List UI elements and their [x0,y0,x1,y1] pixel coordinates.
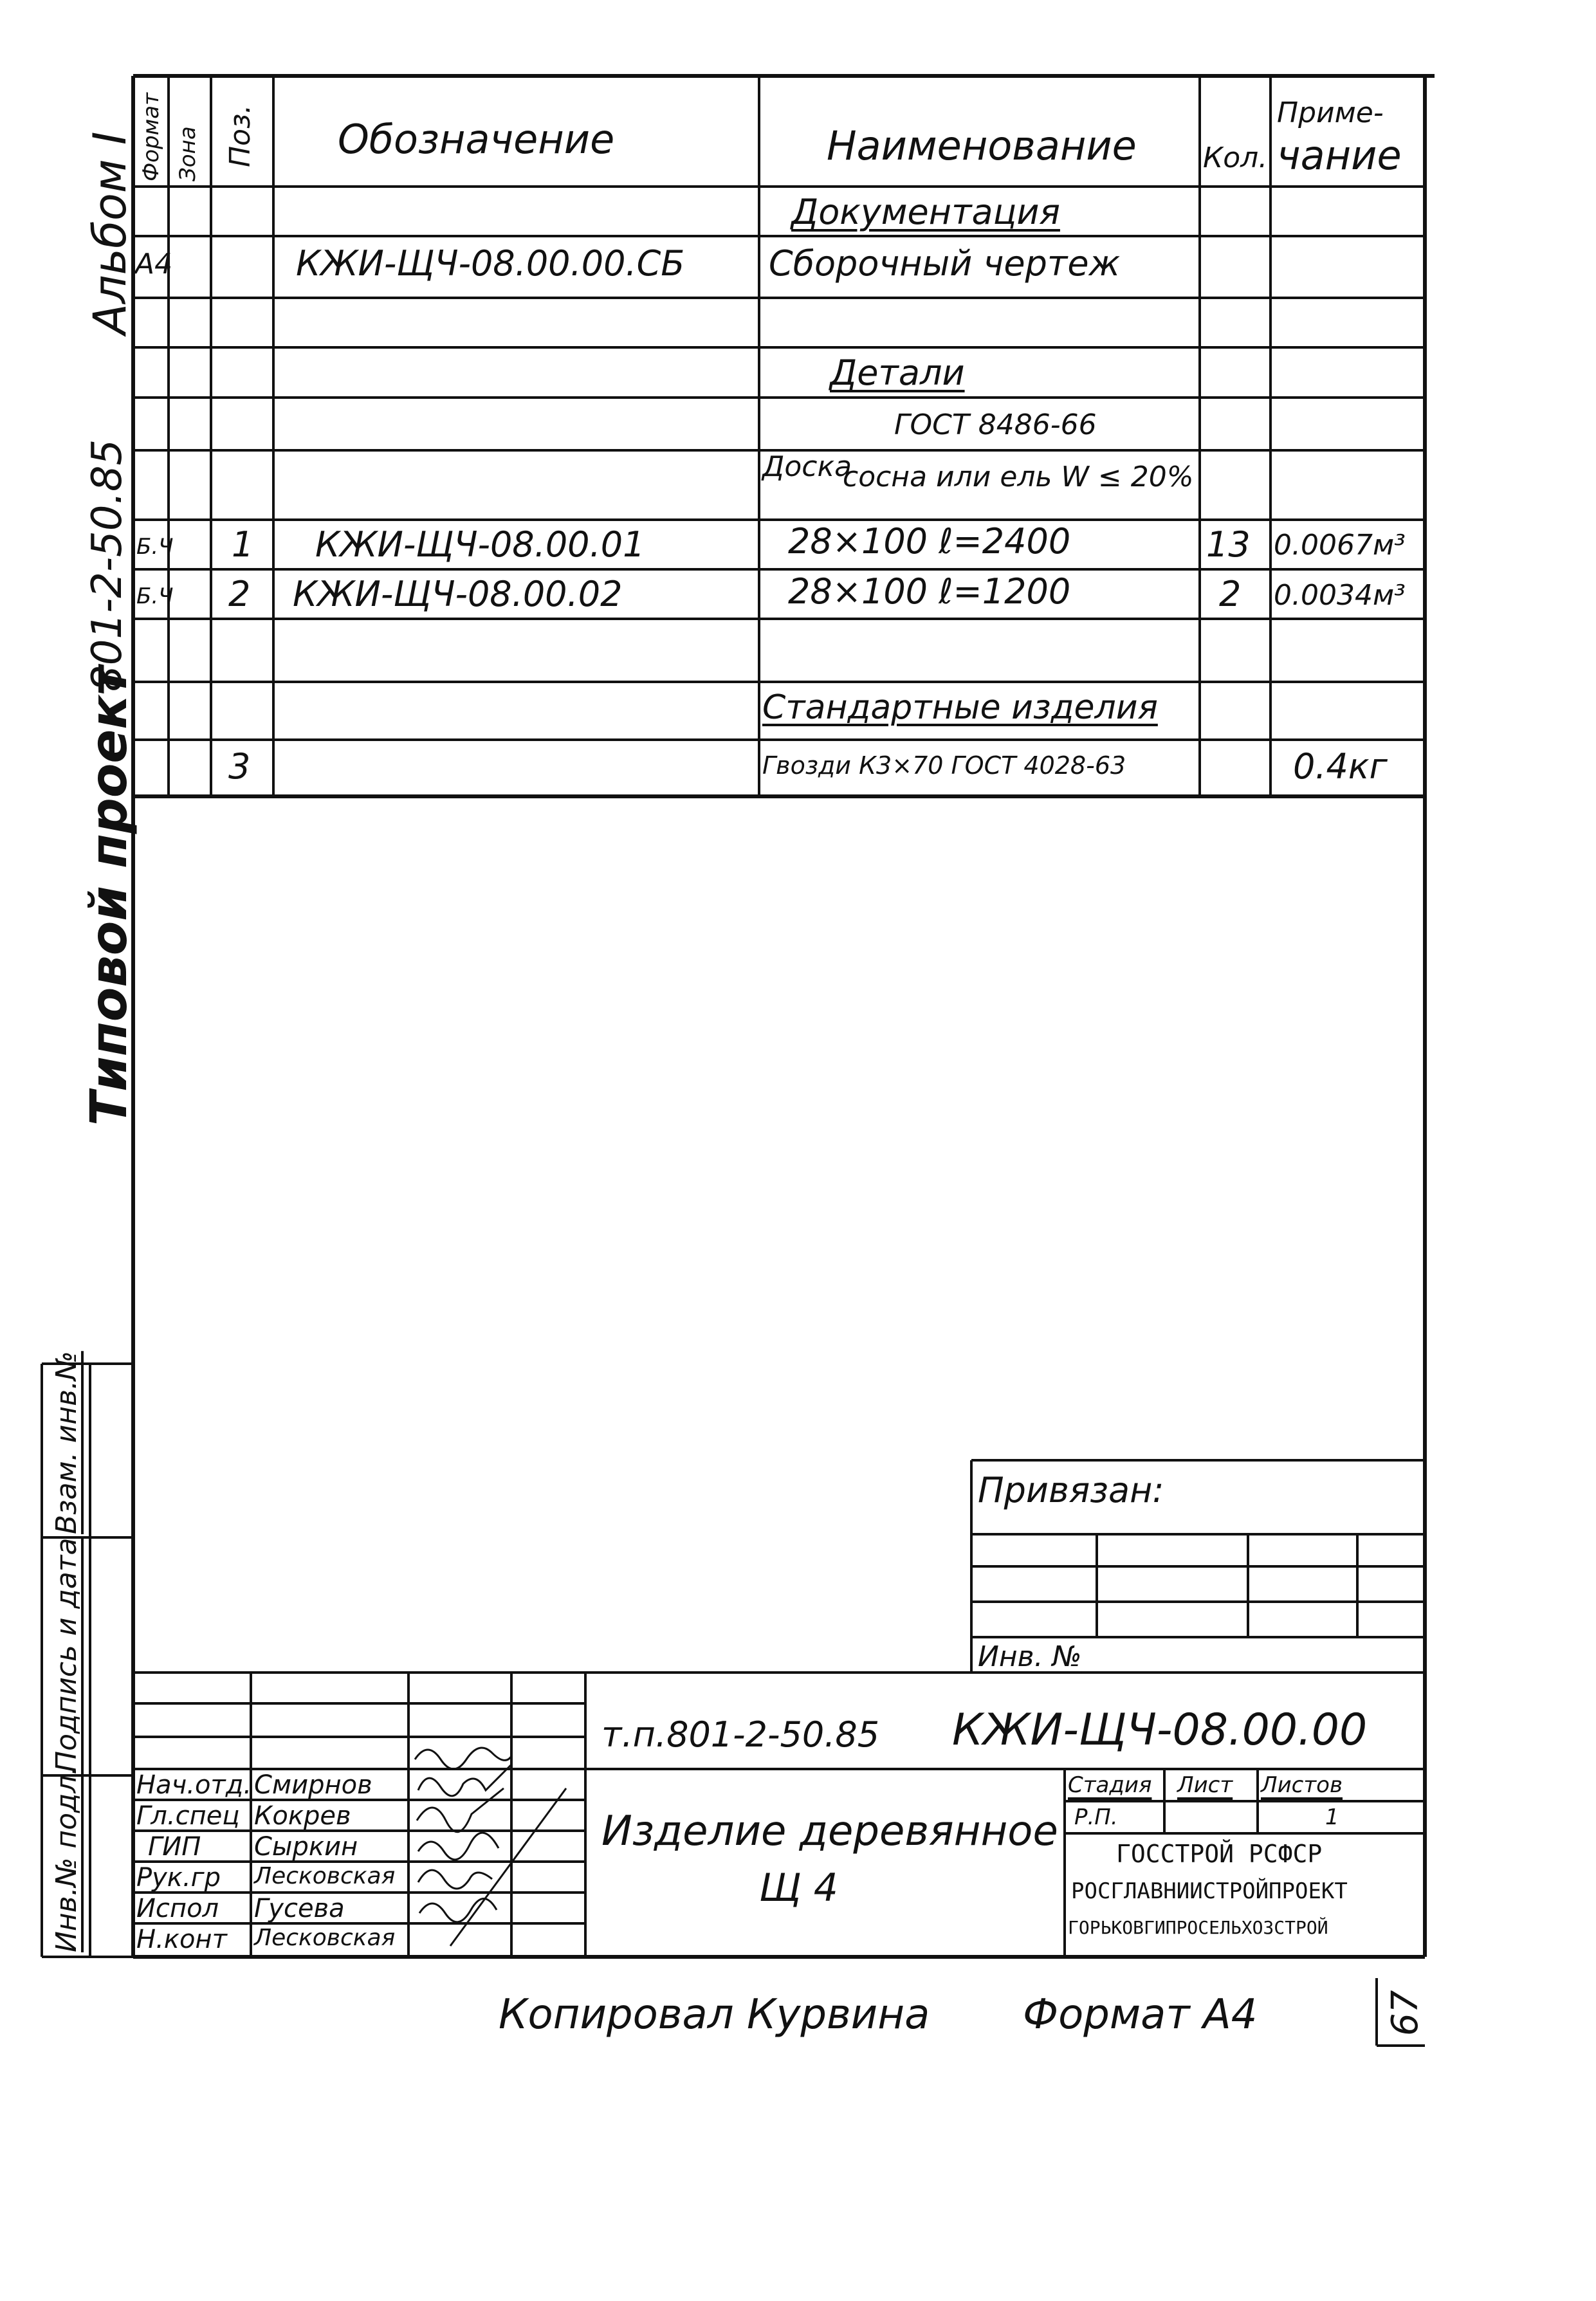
strip-inv-podl: Инв.№ подл. [50,1766,83,1952]
material-spec: сосна или ель W ≤ 20% [843,461,1194,493]
doc-designation: КЖИ-ЩЧ-08.00.00.СБ [296,243,685,284]
tb-sheets-value: 1 [1325,1804,1339,1830]
staff-name: Смирнов [254,1770,372,1800]
part1-qty: 13 [1206,524,1251,565]
staff-role: Испол [136,1894,219,1923]
tb-project-code: т.п.801-2-50.85 [601,1714,880,1755]
header-name: Наименование [827,122,1137,169]
strip-podpis-data: Подпись и дата [50,1537,83,1772]
tb-sheet-label: Лист [1177,1772,1233,1798]
section-parts: Детали [830,353,965,393]
header-designation: Обозначение [338,116,615,163]
part2-qty: 2 [1219,574,1242,614]
section-standard-items: Стандартные изделия [762,688,1158,727]
staff-name: Гусева [254,1894,345,1923]
std-name: Гвозди К3×70 ГОСТ 4028-63 [762,751,1126,780]
section-documentation: Документация [791,192,1060,232]
staff-role: Н.конт [136,1925,227,1954]
doc-name: Сборочный чертеж [769,243,1121,284]
header-zone: Зона [175,126,201,181]
tb-stage-value: Р.П. [1074,1804,1118,1830]
part1-format: Б.Ч [136,534,174,560]
part2-format: Б.Ч [136,583,174,609]
footer-copied-by: Копировал Курвина [499,1991,930,2039]
std-note: 0.4кг [1293,746,1388,787]
staff-role: Рук.гр [136,1863,221,1893]
part2-pos: 2 [228,574,251,614]
tb-title-line2: Щ 4 [759,1866,838,1911]
header-note-line2: чание [1277,132,1402,179]
header-pos: Поз. [224,104,257,167]
part2-name: 28×100 ℓ=1200 [788,571,1071,612]
footer-page-number: 67 [1384,1990,1426,2036]
tb-stage-label: Стадия [1068,1772,1152,1798]
privyazan-label: Привязан: [978,1470,1164,1510]
part1-note: 0.0067м³ [1274,529,1406,562]
staff-role: Гл.спец [136,1801,240,1831]
part2-note: 0.0034м³ [1274,579,1406,612]
staff-role: Нач.отд. [136,1770,252,1800]
inv-no-label: Инв. № [978,1640,1082,1673]
side-project-word: Типовой проект [80,666,138,1126]
material-gost: ГОСТ 8486-66 [894,408,1097,441]
tb-org-line3: ГОРЬКОВГИПРОСЕЛЬХОЗСТРОЙ [1068,1917,1328,1938]
tb-org-line1: ГОССТРОЙ РСФСР [1116,1840,1323,1868]
part1-designation: КЖИ-ЩЧ-08.00.01 [315,524,645,565]
header-format: Формат [138,93,164,181]
staff-name: Лесковская [254,1925,396,1951]
side-album-label: Альбом I [84,131,136,335]
staff-name: Лесковская [254,1863,396,1889]
strip-vzam-inv: Взам. инв.№ [50,1351,83,1534]
staff-role: ГИП [148,1832,201,1862]
tb-org-line2: РОСГЛАВНИИСТРОЙПРОЕКТ [1071,1878,1348,1904]
part1-pos: 1 [232,524,254,565]
material-label: Доска [762,450,852,483]
doc-format: А4 [135,248,173,280]
tb-sheets-label: Листов [1261,1772,1343,1798]
header-note-line1: Приме- [1277,96,1384,129]
header-qty: Кол. [1203,142,1268,174]
part1-name: 28×100 ℓ=2400 [788,521,1071,562]
tb-doc-code: КЖИ-ЩЧ-08.00.00 [952,1705,1368,1756]
footer-format: Формат А4 [1023,1991,1258,2039]
staff-name: Сыркин [254,1832,358,1862]
side-project-number: 801-2-50.85 [84,439,131,692]
staff-name: Кокрев [254,1801,351,1831]
part2-designation: КЖИ-ЩЧ-08.00.02 [293,574,623,614]
tb-title-line1: Изделие деревянное [601,1808,1058,1855]
std-pos: 3 [228,746,251,787]
